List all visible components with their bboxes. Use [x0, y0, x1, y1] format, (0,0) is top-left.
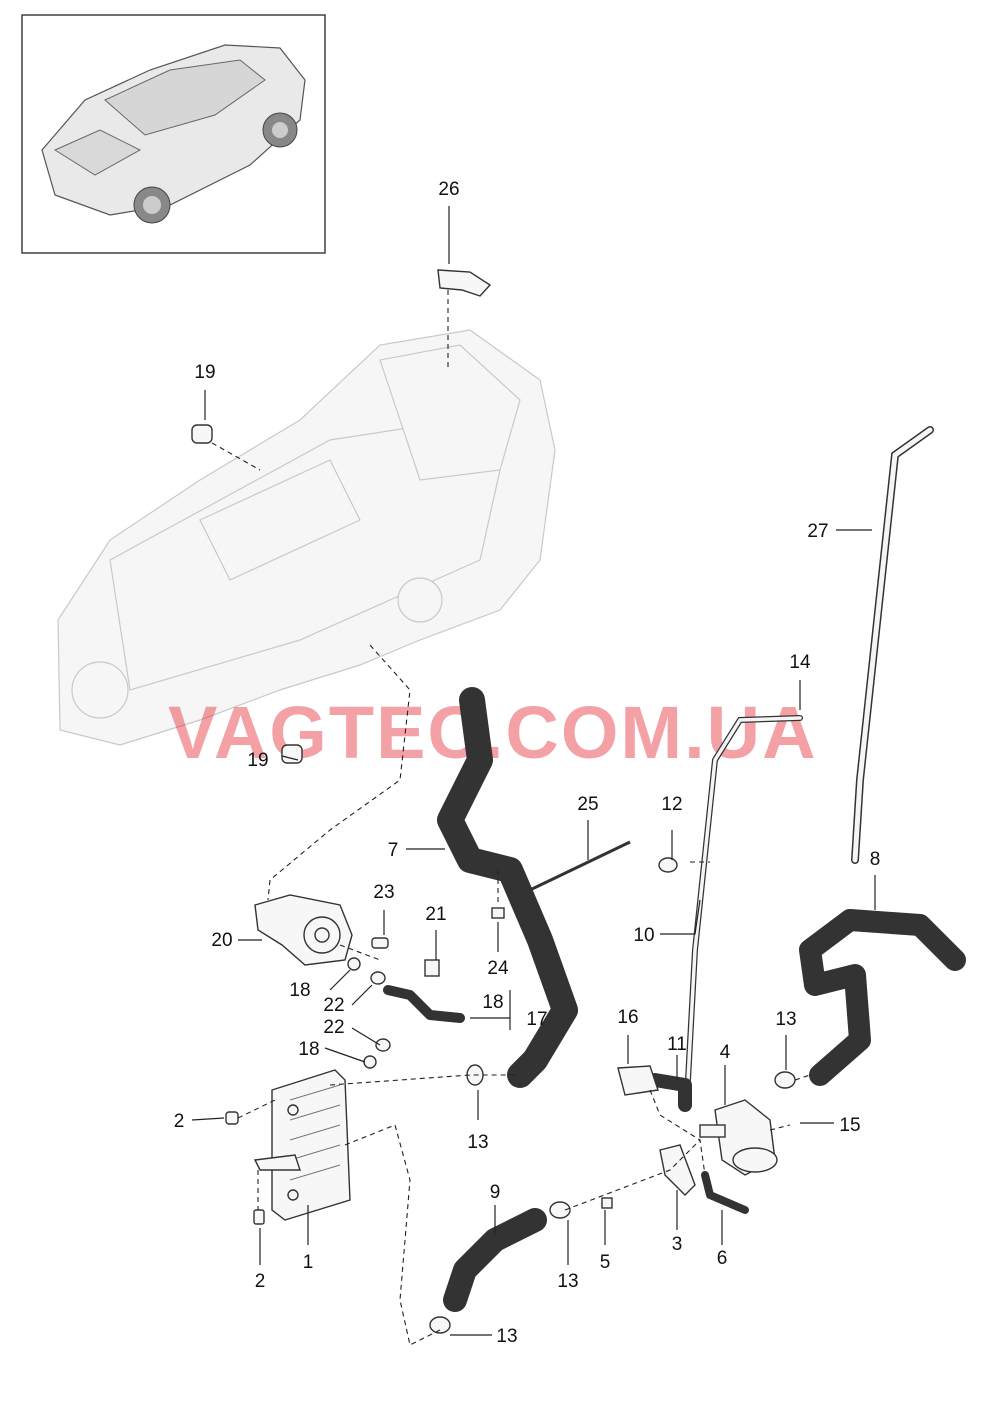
callout-9: 9	[490, 1182, 501, 1203]
callout-19: 19	[247, 750, 268, 771]
callout-18: 18	[482, 992, 503, 1013]
callout-6: 6	[717, 1248, 728, 1269]
part-2-bolt	[225, 1111, 265, 1225]
part-23-bolt	[371, 937, 389, 949]
callout-1: 1	[303, 1252, 314, 1273]
part-10-line	[685, 715, 803, 1083]
callout-12: 12	[661, 794, 682, 815]
callout-8: 8	[870, 849, 881, 870]
part-5-nut	[601, 1197, 613, 1209]
callout-13: 13	[467, 1132, 488, 1153]
part-1-oil-cooler	[253, 1069, 351, 1221]
callout-13: 13	[557, 1271, 578, 1292]
callout-17: 17	[526, 1009, 547, 1030]
callout-19: 19	[194, 362, 215, 383]
part-21-clip	[424, 959, 440, 977]
part-11-hose	[648, 1073, 692, 1112]
part-22-clips	[370, 971, 391, 1052]
part-20-pump	[254, 894, 353, 966]
callout-7: 7	[388, 840, 399, 861]
transmission-ghost	[57, 329, 556, 746]
part-6-pipe	[701, 1171, 749, 1214]
part-25-rod	[529, 840, 631, 892]
part-19-plug	[191, 424, 303, 764]
part-4-valve	[699, 1099, 778, 1176]
callout-26: 26	[438, 179, 459, 200]
callout-labels: 26 19 19 27 14 25 12 7 8 23 21 20 24 10 …	[174, 179, 881, 1347]
part-26-bracket	[437, 269, 492, 297]
callout-15: 15	[839, 1115, 860, 1136]
part-13-clamps	[429, 857, 796, 1334]
part-16-sensor	[617, 1065, 659, 1096]
callout-24: 24	[487, 958, 509, 979]
callout-13: 13	[496, 1326, 517, 1347]
callout-21: 21	[425, 904, 446, 925]
leader-lines	[191, 206, 876, 1336]
callout-20: 20	[211, 930, 232, 951]
part-9-hose	[443, 1208, 547, 1312]
callout-22: 22	[323, 995, 344, 1016]
callout-23: 23	[373, 882, 394, 903]
part-24-clip	[491, 907, 505, 919]
part-27-line	[851, 426, 934, 864]
assembly-lines	[211, 290, 811, 1346]
callout-2: 2	[174, 1111, 185, 1132]
callout-16: 16	[617, 1007, 638, 1028]
callout-14: 14	[789, 652, 811, 673]
callout-2: 2	[255, 1271, 266, 1292]
callout-3: 3	[672, 1234, 683, 1255]
callout-4: 4	[720, 1042, 731, 1063]
part-3-bracket	[659, 1144, 696, 1196]
part-17-pipe	[383, 985, 465, 1023]
vehicle-thumbnail	[21, 14, 326, 254]
callout-5: 5	[600, 1252, 611, 1273]
callout-18: 18	[298, 1039, 319, 1060]
callout-13-dup: 13	[467, 1132, 488, 1153]
callout-11: 11	[667, 1034, 687, 1055]
callout-13: 13	[775, 1009, 796, 1030]
callout-10: 10	[633, 925, 654, 946]
part-7-hose	[437, 687, 578, 1088]
callout-27: 27	[807, 521, 828, 542]
callout-22: 22	[323, 1017, 344, 1038]
callout-18: 18	[289, 980, 310, 1001]
callout-25: 25	[577, 794, 598, 815]
part-8-hose	[799, 909, 966, 1086]
